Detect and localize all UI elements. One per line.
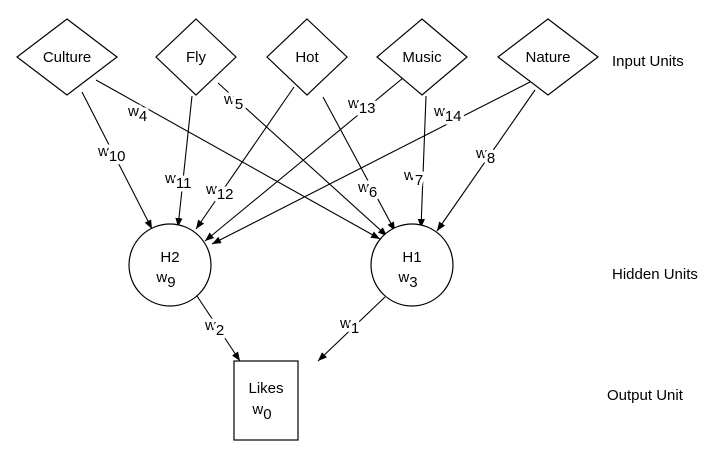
edge-culture-h2 <box>81 91 153 230</box>
input-units-label: Input Units <box>612 53 684 70</box>
input-node-hot: Hot <box>266 18 348 96</box>
input-node-nature: Nature <box>497 18 599 96</box>
edge-fly-h2 <box>175 95 193 228</box>
input-node-music: Music <box>376 18 468 96</box>
hidden-node-bias: w9 <box>155 269 175 291</box>
circle-shape <box>128 223 212 307</box>
weight-label-fly-h1: w5 <box>223 91 243 113</box>
edge-music-h2 <box>204 77 404 242</box>
weight-label-nature-h1: w8 <box>475 145 495 167</box>
diamond-shape <box>497 18 599 96</box>
weight-subscript: 11 <box>176 175 192 192</box>
bias-weight: w <box>397 269 409 286</box>
weight-subscript: 10 <box>109 148 126 165</box>
edge-h1-likes <box>317 296 386 362</box>
input-node-label: Hot <box>295 49 319 66</box>
weight-label-fly-h2: w11 <box>164 170 191 192</box>
input-node-label: Music <box>402 49 442 66</box>
weight-label-culture-h2: w10 <box>97 143 126 165</box>
weight-symbol: w <box>204 317 216 334</box>
output-node-bias: w0 <box>251 401 271 423</box>
output-node-label: Likes <box>248 380 283 397</box>
weight-subscript: 12 <box>217 186 234 203</box>
square-shape <box>233 360 299 441</box>
hidden-node-bias: w3 <box>397 269 417 291</box>
weight-subscript: 5 <box>235 96 243 113</box>
weight-symbol: w <box>433 103 445 120</box>
bias-subscript: 3 <box>409 274 417 291</box>
weight-label-hot-h2: w12 <box>205 181 234 203</box>
weight-symbol: w <box>475 145 487 162</box>
bias-weight: w <box>251 401 263 418</box>
diamond-shape <box>376 18 468 96</box>
diamond-shape <box>266 18 348 96</box>
weight-subscript: 8 <box>487 150 495 167</box>
bias-weight: w <box>155 269 167 286</box>
input-node-culture: Culture <box>16 18 118 96</box>
weight-symbol: w <box>127 103 139 120</box>
hidden-node-label: H1 <box>402 249 421 266</box>
hidden-node-h2: H2 w9 <box>128 223 212 307</box>
edge-nature-h1 <box>436 89 536 232</box>
input-node-label: Fly <box>186 49 206 66</box>
weight-subscript: 14 <box>445 108 462 125</box>
weight-subscript: 1 <box>351 320 359 337</box>
input-node-fly: Fly <box>155 18 237 96</box>
weight-symbol: w <box>339 315 351 332</box>
bias-subscript: 9 <box>167 274 175 291</box>
hidden-node-h1: H1 w3 <box>370 223 454 307</box>
input-node-label: Nature <box>525 49 570 66</box>
diamond-shape <box>155 18 237 96</box>
weight-label-music-h1: w7 <box>403 167 423 189</box>
weight-subscript: 6 <box>369 184 377 201</box>
bias-subscript: 0 <box>263 406 271 423</box>
weight-label-culture-h1: w4 <box>127 103 147 125</box>
weight-symbol: w <box>357 179 369 196</box>
edge-fly-h1 <box>217 82 388 237</box>
weight-subscript: 2 <box>216 322 224 339</box>
edge-music-h1 <box>417 95 427 229</box>
weight-symbol: w <box>223 91 235 108</box>
hidden-node-label: H2 <box>160 249 179 266</box>
hidden-units-label: Hidden Units <box>612 266 698 283</box>
weight-symbol: w <box>164 170 176 187</box>
weight-symbol: w <box>403 167 415 184</box>
edge-nature-h2 <box>211 81 531 245</box>
weight-symbol: w <box>347 95 359 112</box>
weight-label-nature-h2: w14 <box>433 103 462 125</box>
weight-symbol: w <box>205 181 217 198</box>
circle-shape <box>370 223 454 307</box>
diamond-shape <box>16 18 118 96</box>
edge-culture-h1 <box>95 79 381 240</box>
weight-subscript: 4 <box>139 108 147 125</box>
weight-label-h1-likes: w1 <box>339 315 359 337</box>
weight-label-hot-h1: w6 <box>357 179 377 201</box>
edge-hot-h2 <box>195 86 295 230</box>
edge-h2-likes <box>196 295 241 362</box>
input-node-label: Culture <box>43 49 91 66</box>
weight-subscript: 7 <box>415 172 423 189</box>
edge-hot-h1 <box>322 96 396 232</box>
output-unit-label: Output Unit <box>607 387 684 404</box>
output-node-likes: Likes w0 <box>233 360 299 441</box>
weight-label-h2-likes: w2 <box>204 317 224 339</box>
weight-symbol: w <box>97 143 109 160</box>
weight-label-music-h2: w13 <box>347 95 376 117</box>
weight-subscript: 13 <box>359 100 376 117</box>
